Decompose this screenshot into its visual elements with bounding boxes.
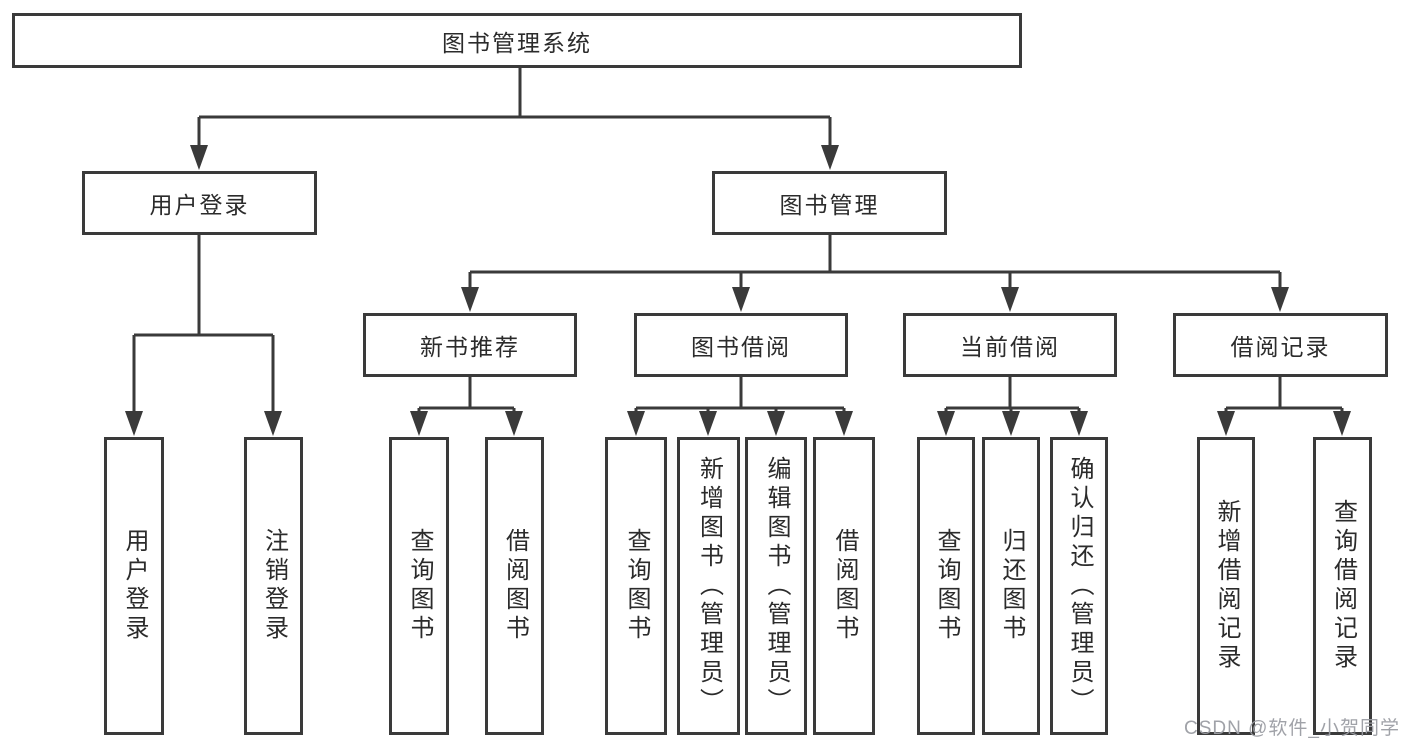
node-book-borrowing: 图书借阅 <box>634 313 848 377</box>
leaf-confirm-return-admin: 确认归还（管理员） <box>1050 437 1108 735</box>
node-new-book-recommend: 新书推荐 <box>363 313 577 377</box>
node-user-login: 用户登录 <box>82 171 317 235</box>
leaf-add-book-admin: 新增图书（管理员） <box>677 437 740 735</box>
node-borrow-records: 借阅记录 <box>1173 313 1388 377</box>
leaf-user-login: 用户登录 <box>104 437 164 735</box>
node-book-management: 图书管理 <box>712 171 947 235</box>
leaf-return-books: 归还图书 <box>982 437 1040 735</box>
node-library-system: 图书管理系统 <box>12 13 1022 68</box>
leaf-logout: 注销登录 <box>244 437 303 735</box>
leaf-query-books-current: 查询图书 <box>917 437 975 735</box>
leaf-borrow-books: 借阅图书 <box>813 437 875 735</box>
leaf-query-books-recommend: 查询图书 <box>389 437 449 735</box>
leaf-query-borrow-record: 查询借阅记录 <box>1313 437 1372 735</box>
node-current-borrowing: 当前借阅 <box>903 313 1117 377</box>
leaf-query-books-borrow: 查询图书 <box>605 437 667 735</box>
leaf-add-borrow-record: 新增借阅记录 <box>1197 437 1255 735</box>
leaf-borrow-books-recommend: 借阅图书 <box>485 437 544 735</box>
watermark: CSDN @软件_小贺同学 <box>1184 718 1400 739</box>
leaf-edit-book-admin: 编辑图书（管理员） <box>745 437 807 735</box>
